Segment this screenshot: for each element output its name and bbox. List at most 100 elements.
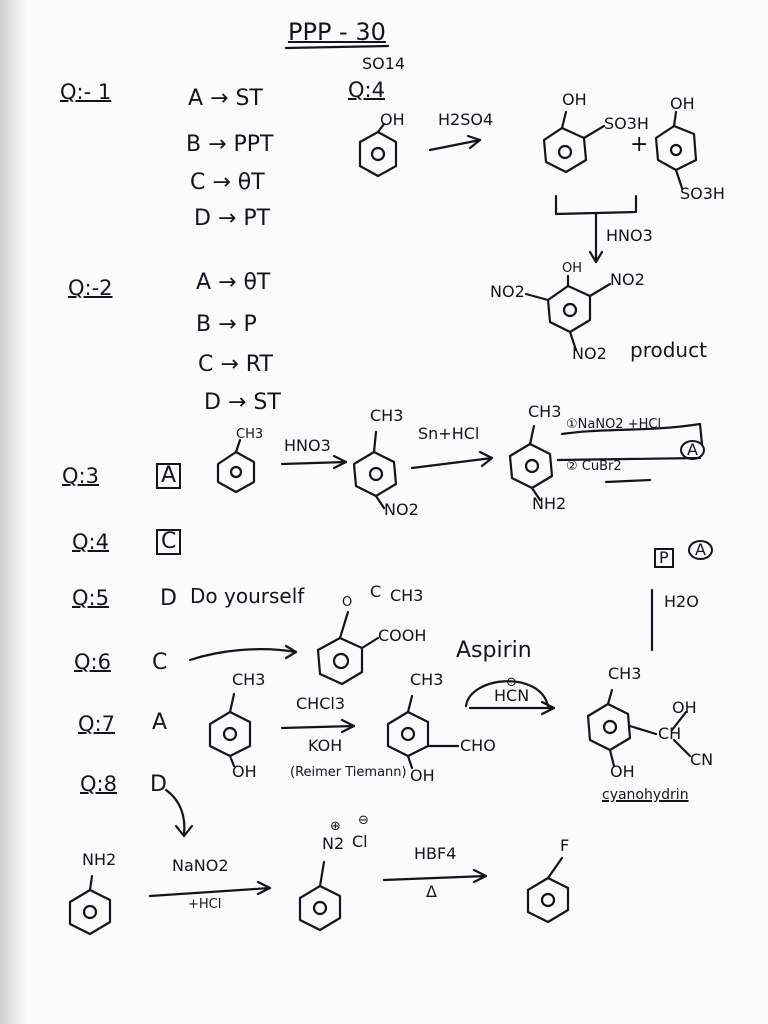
q3-amine-ch3: CH3 bbox=[528, 402, 562, 421]
q8-curved-arrow bbox=[164, 788, 186, 836]
question-label-3: Q:3 bbox=[62, 464, 99, 488]
q3-nitro-ch3: CH3 bbox=[370, 406, 404, 425]
q3-reagent-sn-hcl: Sn+HCl bbox=[418, 424, 480, 443]
q2-answer-a: A → θT bbox=[196, 270, 271, 295]
q4-reagent-h2so4: H2SO4 bbox=[438, 110, 494, 129]
q8-charge-plus: ⊕ bbox=[330, 819, 341, 834]
q4-plus-sign: + bbox=[630, 132, 649, 157]
q7-aldehyde-cho: CHO bbox=[460, 736, 496, 755]
q4-phenol-ring bbox=[358, 122, 398, 178]
q8-reagent-nano2: NaNO2 bbox=[172, 856, 229, 875]
q8-aniline-ring bbox=[68, 874, 112, 936]
question-label-6: Q:6 bbox=[74, 650, 111, 674]
q1-answer-d: D → PT bbox=[194, 206, 271, 231]
q7-aldehyde-ring bbox=[386, 694, 460, 770]
q4-product1-ring bbox=[542, 110, 606, 174]
q2-answer-b: B → P bbox=[196, 312, 257, 337]
q5-note: Do yourself bbox=[190, 584, 305, 608]
q8-fluorobenzene-ring bbox=[526, 856, 570, 924]
q7-cresol-oh: OH bbox=[232, 762, 257, 781]
q7-aldehyde-oh: OH bbox=[410, 766, 435, 785]
q3-nitrotoluene-ring bbox=[352, 430, 398, 510]
q3-reagent-hno3: HNO3 bbox=[284, 436, 331, 455]
page-title: PPP - 30 bbox=[288, 18, 386, 46]
q2-answer-c: C → RT bbox=[198, 352, 273, 377]
q6-answer: C bbox=[152, 650, 168, 675]
q7-aldehyde-ch3: CH3 bbox=[410, 670, 444, 689]
q5-reagent-h2o: H2O bbox=[664, 592, 699, 611]
q3-arrow-3 bbox=[556, 456, 702, 462]
q6-arrow bbox=[188, 648, 298, 662]
q6-aspirin-label: Aspirin bbox=[456, 638, 532, 663]
q4-product-note: product bbox=[630, 338, 707, 362]
q7-product-ch3: CH3 bbox=[608, 664, 642, 683]
q7-reagent-hcn: HCN bbox=[494, 686, 530, 705]
q3-nitro-no2: NO2 bbox=[384, 500, 419, 519]
q1-answer-b: B → PPT bbox=[186, 132, 274, 157]
q7-answer: A bbox=[152, 710, 168, 735]
q7-cresol-ring bbox=[208, 692, 252, 768]
q4-product1-oh: OH bbox=[562, 90, 587, 109]
q4-final-no2-left: NO2 bbox=[490, 282, 525, 301]
q8-reagent-hbf4: HBF4 bbox=[414, 844, 457, 863]
q8-reagent-hcl: +HCl bbox=[188, 897, 222, 912]
q8-charge-minus: ⊖ bbox=[358, 813, 369, 828]
q2-answer-d: D → ST bbox=[204, 390, 281, 415]
q4-product2-so3h: SO3H bbox=[680, 184, 725, 203]
q4-reactant-oh: OH bbox=[380, 110, 405, 129]
q1-answer-c: C → θT bbox=[190, 170, 265, 195]
q4-final-ring bbox=[524, 274, 612, 352]
q4-arrow-1 bbox=[428, 138, 482, 152]
question-label-1: Q:- 1 bbox=[60, 80, 112, 104]
q7-reagent-chcl3: CHCl3 bbox=[296, 694, 345, 713]
q8-diazonium-n2: N2 bbox=[322, 834, 345, 853]
q4-product2-oh: OH bbox=[670, 94, 695, 113]
q3-toluidine-ring bbox=[508, 424, 554, 502]
q7-product-name: cyanohydrin bbox=[602, 787, 689, 803]
q6-ester-o: O bbox=[342, 595, 353, 610]
q8-diazonium-ring bbox=[298, 860, 342, 932]
q6-cooh: COOH bbox=[378, 626, 427, 645]
q5-side-p: P bbox=[654, 548, 674, 568]
question-label-2: Q:-2 bbox=[68, 276, 113, 300]
q7-reagent-koh: KOH bbox=[308, 736, 343, 755]
q4-reagent-hno3: HNO3 bbox=[606, 226, 653, 245]
q7-cyanohydrin-ring bbox=[586, 688, 692, 768]
q7-cresol-ch3: CH3 bbox=[232, 670, 266, 689]
q4-final-no2-right: NO2 bbox=[610, 270, 645, 289]
page-edge-shadow bbox=[0, 0, 26, 1024]
q8-arrow-2 bbox=[382, 874, 488, 882]
q8-aniline-nh2: NH2 bbox=[82, 850, 117, 869]
question-label-8: Q:8 bbox=[80, 772, 117, 796]
q8-arrow-1 bbox=[148, 886, 272, 898]
q5-side-a: A bbox=[688, 540, 713, 560]
q3-toluene-ch3: CH3 bbox=[236, 427, 264, 442]
q7-product-ch: CH bbox=[658, 724, 682, 743]
q4-answer: C bbox=[156, 529, 182, 555]
q3-step-1: ①NaNO2 +HCl bbox=[566, 417, 662, 432]
title-underline bbox=[284, 44, 390, 50]
q3-step-2: ② CuBr2 bbox=[566, 459, 622, 474]
q7-product-oh: OH bbox=[672, 698, 697, 717]
q4-scheme-superscript: SO14 bbox=[362, 54, 406, 73]
q4-product1-so3h: SO3H bbox=[604, 114, 649, 133]
q4-bracket bbox=[554, 194, 638, 216]
q7-charge: ⊖ bbox=[506, 675, 517, 690]
q7-product-oh-bottom: OH bbox=[610, 762, 635, 781]
q8-diazonium-cl: Cl bbox=[352, 832, 368, 851]
q6-aspirin-ring bbox=[316, 610, 380, 686]
q3-toluene-ring bbox=[216, 438, 256, 494]
q8-answer: D bbox=[150, 772, 167, 797]
question-label-4: Q:4 bbox=[72, 530, 109, 554]
question-label-5: Q:5 bbox=[72, 586, 109, 610]
q7-product-cn: CN bbox=[690, 750, 714, 769]
q3-arrow-1 bbox=[280, 460, 348, 466]
q3-arrow-2 bbox=[410, 456, 494, 470]
q7-hcn-loop bbox=[464, 680, 550, 708]
q8-heat: Δ bbox=[426, 882, 437, 901]
q4-final-oh: OH bbox=[562, 261, 583, 276]
q5-answer: D bbox=[160, 586, 177, 611]
q4-final-no2-bottom: NO2 bbox=[572, 344, 607, 363]
